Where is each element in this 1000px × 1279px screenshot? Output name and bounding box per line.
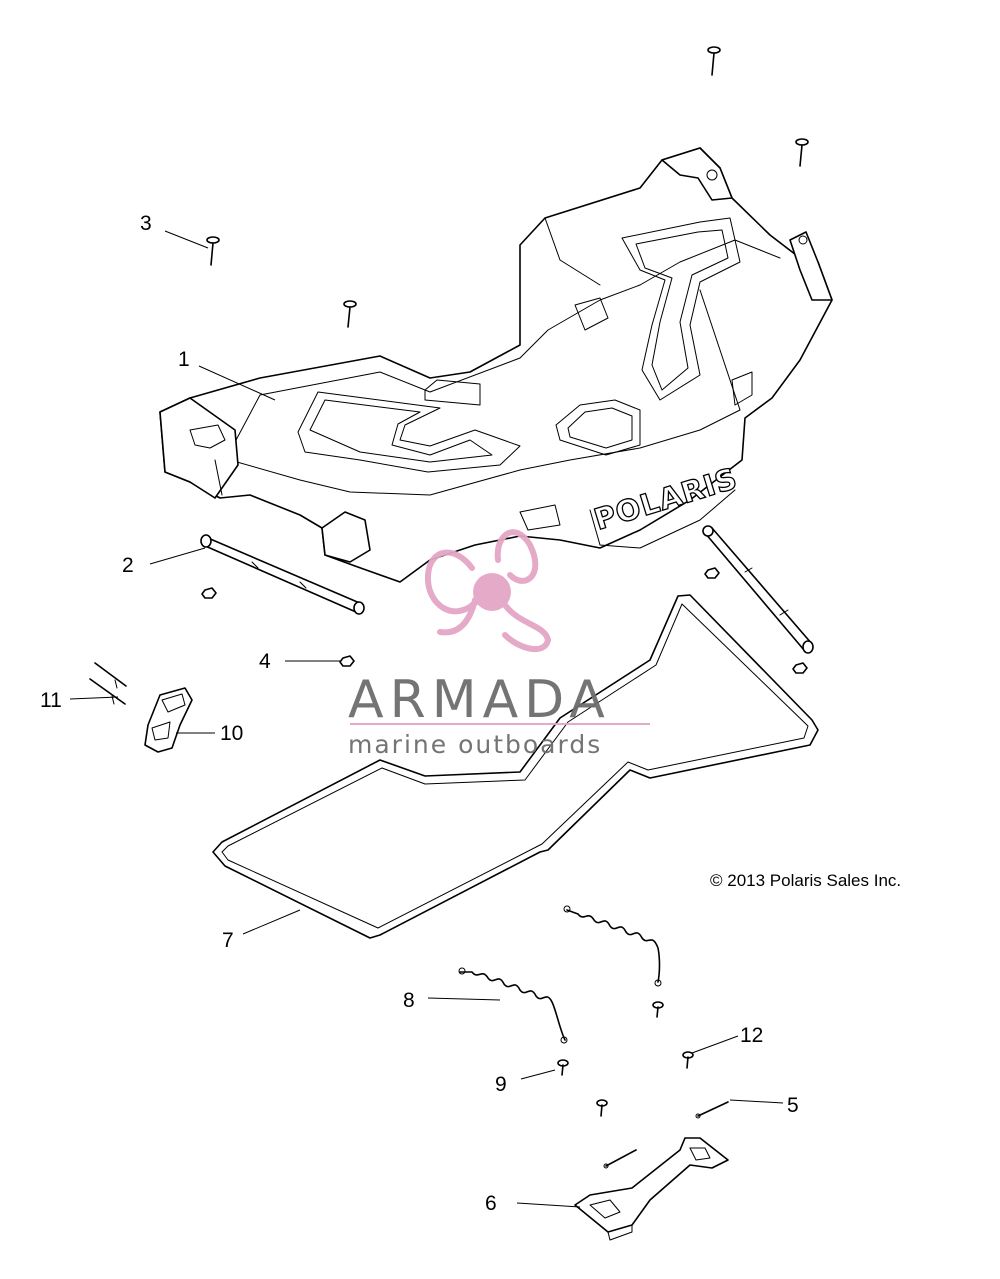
bolt-top-1 <box>707 46 721 76</box>
pin-5 <box>695 1101 729 1119</box>
bolt-9 <box>557 1059 569 1076</box>
bolt-left <box>343 300 357 328</box>
spring-upper <box>563 905 662 987</box>
callout-1: 1 <box>178 348 190 371</box>
nut-4 <box>792 662 808 674</box>
callout-labels: 1 2 3 4 5 6 7 8 9 10 11 12 <box>40 212 799 1215</box>
propeller-logo-icon <box>424 529 552 652</box>
hinge-rod-left <box>200 534 365 615</box>
callout-11: 11 <box>40 689 62 712</box>
callout-7: 7 <box>222 929 234 952</box>
spring-lower <box>458 967 568 1044</box>
watermark-brand: ARMADA <box>348 670 611 730</box>
nut-3 <box>704 567 720 579</box>
watermark-tagline: marine outboards <box>348 730 602 759</box>
armada-watermark: ARMADA marine outboards <box>348 529 650 759</box>
hinge-rod-right <box>702 525 814 654</box>
callout-9: 9 <box>495 1073 507 1096</box>
bolt-12 <box>682 1051 694 1069</box>
pin-lower <box>603 1149 637 1169</box>
bolt-lower-center <box>596 1099 608 1117</box>
latch-part <box>144 687 193 753</box>
callout-2: 2 <box>122 554 134 577</box>
nut-1 <box>201 587 217 599</box>
callout-10: 10 <box>220 722 243 745</box>
callout-6: 6 <box>485 1192 497 1215</box>
callout-3: 3 <box>140 212 152 235</box>
front-cover-part: POLARIS <box>159 147 833 583</box>
bolt-top-2 <box>795 138 809 167</box>
seal-gasket-part <box>212 594 819 939</box>
bolt-3 <box>206 236 220 266</box>
latch-bracket-part <box>574 1137 729 1241</box>
callout-8: 8 <box>403 989 415 1012</box>
callout-12: 12 <box>740 1024 763 1047</box>
nut-2 <box>339 655 355 667</box>
bolt-spring-upper <box>652 1001 664 1018</box>
copyright-notice: © 2013 Polaris Sales Inc. <box>710 871 901 890</box>
callout-5: 5 <box>787 1094 799 1117</box>
leader-lines <box>69 230 784 1208</box>
callout-4: 4 <box>259 650 271 673</box>
